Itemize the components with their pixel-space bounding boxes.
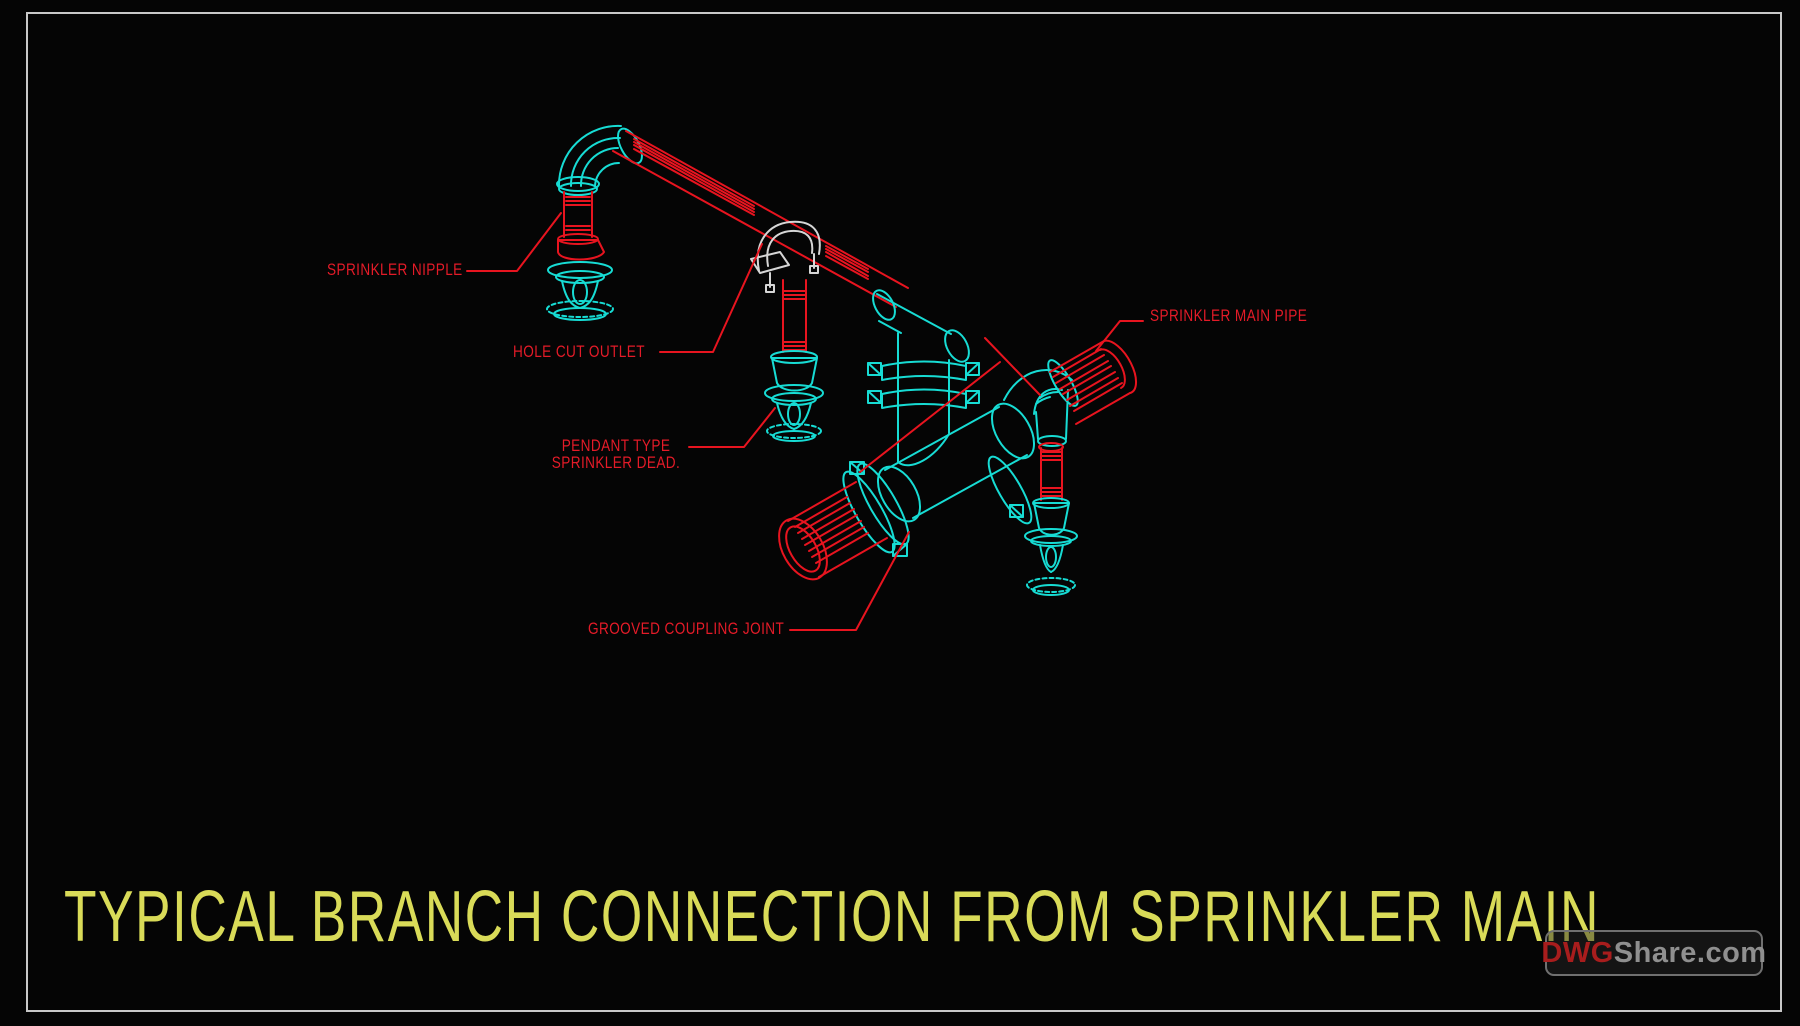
leader-lines [466, 212, 1144, 631]
watermark-dwg: DWG [1541, 936, 1614, 969]
drawing-title: TYPICAL BRANCH CONNECTION FROM SPRINKLER… [64, 877, 1600, 957]
label-sprinkler-main-pipe: SPRINKLER MAIN PIPE [1150, 306, 1308, 325]
pendant-drop-nipple [782, 279, 807, 353]
main-pipe-stub-left [778, 481, 888, 581]
branch-pipe [612, 130, 909, 308]
sprinkler-main-pipe-stub [1049, 339, 1137, 425]
sprinkler-head-3 [1024, 497, 1078, 596]
watermark-share: Share.com [1613, 936, 1767, 969]
drop-nipple-3 [1038, 442, 1064, 501]
label-hole-cut-outlet: HOLE CUT OUTLET [513, 342, 645, 361]
sprinkler-head-2 [764, 350, 824, 442]
main-elbow [1003, 359, 1079, 447]
label-pendant-type-sprinkler: PENDANT TYPE SPRINKLER DEAD. [540, 437, 692, 471]
sprinkler-head-1 [546, 261, 614, 321]
label-pendant-line2: SPRINKLER DEAD. [551, 453, 681, 472]
branch-tee-and-riser [867, 289, 980, 463]
label-pendant-line1: PENDANT TYPE [561, 436, 671, 455]
label-sprinkler-nipple: SPRINKLER NIPPLE [327, 260, 463, 279]
label-grooved-coupling-joint: GROOVED COUPLING JOINT [588, 619, 785, 638]
main-tee [876, 402, 1036, 525]
sprinkler-nipple-pipe [557, 191, 605, 261]
